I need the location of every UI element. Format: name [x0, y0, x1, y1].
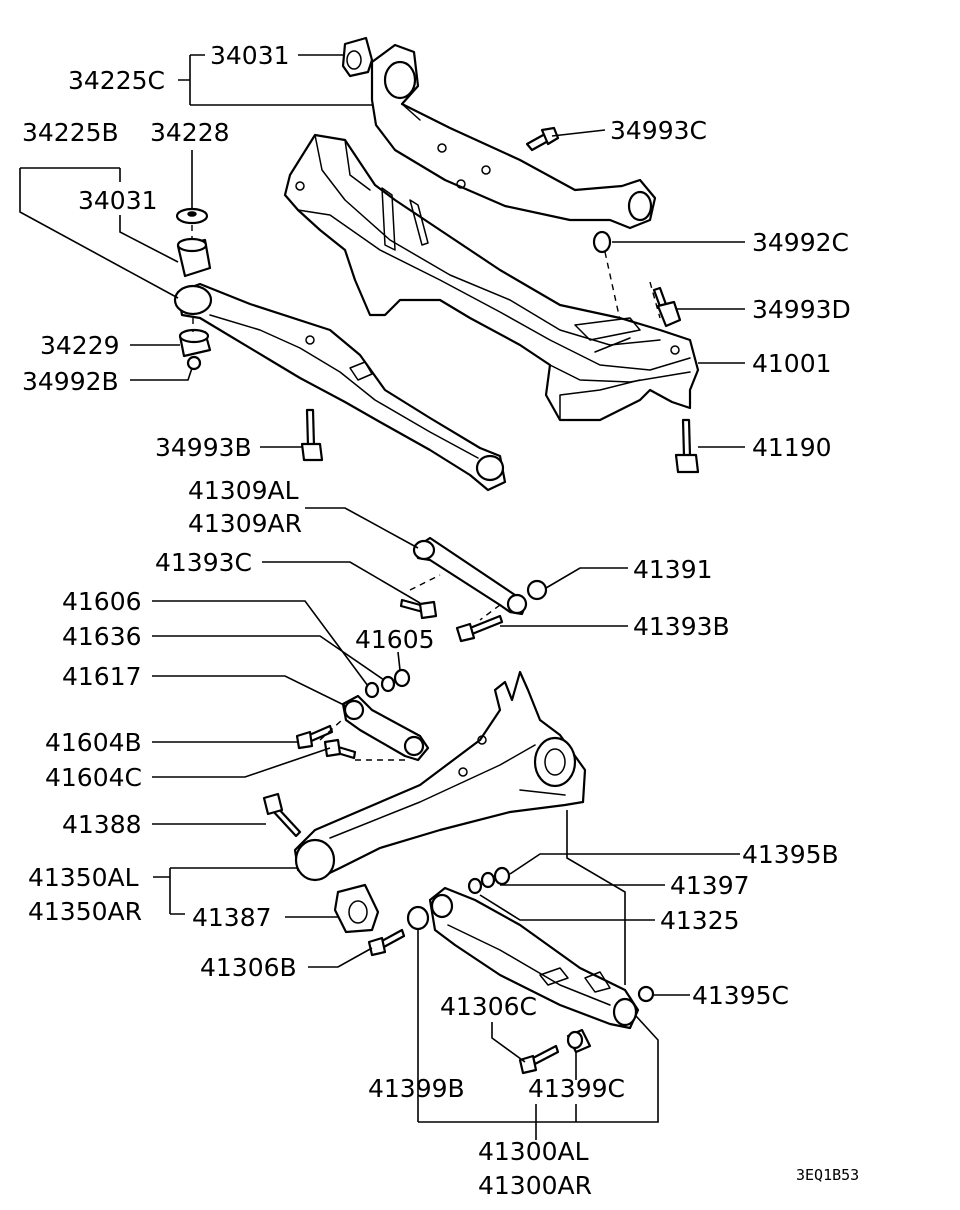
label-34228: 34228: [150, 118, 230, 147]
label-34993b: 34993B: [155, 433, 252, 462]
washer-41636: [380, 675, 396, 693]
label-41617: 41617: [62, 662, 142, 691]
label-41606: 41606: [62, 587, 142, 616]
bolt-34993c: [525, 126, 560, 152]
label-41636: 41636: [62, 622, 142, 651]
label-41395b: 41395B: [742, 840, 839, 869]
trailing-link-34225b: [173, 282, 507, 492]
nut-34992c: [592, 230, 612, 254]
nut-41395b: [493, 866, 511, 886]
label-34993d: 34993D: [752, 295, 851, 324]
bolt-41604c: [323, 738, 357, 760]
nut-41395c: [637, 985, 655, 1003]
label-41393b: 41393B: [633, 612, 730, 641]
nut-41391: [526, 579, 548, 601]
bushing-41399b: [406, 905, 430, 931]
bushing-41387: [333, 883, 380, 934]
nut-41605: [393, 668, 411, 688]
label-34993c: 34993C: [610, 116, 707, 145]
bolt-41393b: [455, 614, 504, 643]
label-41309al: 41309AL: [188, 476, 299, 505]
label-41399b: 41399B: [368, 1074, 465, 1103]
bushing-41399c: [566, 1028, 592, 1054]
lower-arm-41300: [428, 886, 640, 1030]
label-41397: 41397: [670, 871, 750, 900]
rear-crossmember: [283, 133, 700, 422]
label-34225b: 34225B: [22, 118, 119, 147]
label-41387: 41387: [192, 903, 272, 932]
label-34225c: 34225C: [68, 66, 165, 95]
label-41605: 41605: [355, 625, 435, 654]
part-labels: 34225C 34031 34993C 34225B 34228 34031 3…: [22, 41, 859, 1200]
upper-crossmember-arm: [370, 43, 657, 230]
bolt-34993d: [652, 286, 682, 328]
label-41001: 41001: [752, 349, 832, 378]
bushing-34031-top: [341, 36, 374, 78]
label-41395c: 41395C: [692, 981, 789, 1010]
label-34992c: 34992C: [752, 228, 849, 257]
label-41393c: 41393C: [155, 548, 252, 577]
label-41306c: 41306C: [440, 992, 537, 1021]
bolt-41306c: [518, 1044, 560, 1075]
washer-41606: [364, 681, 380, 699]
label-41391: 41391: [633, 555, 713, 584]
bolt-41388: [262, 792, 302, 838]
label-41300ar: 41300AR: [478, 1171, 592, 1200]
label-41399c: 41399C: [528, 1074, 625, 1103]
link-41617: [341, 694, 430, 762]
diagram-code: 3EQ1B53: [796, 1166, 859, 1184]
label-34031-left: 34031: [78, 186, 158, 215]
lateral-rod-41309: [412, 536, 528, 616]
label-41300al: 41300AL: [478, 1137, 589, 1166]
label-41309ar: 41309AR: [188, 509, 302, 538]
bushing-34031-left: [176, 237, 212, 278]
label-41306b: 41306B: [200, 953, 297, 982]
label-34031-top: 34031: [210, 41, 290, 70]
leader-lines: [19, 54, 745, 1140]
bolt-41604b: [295, 724, 334, 750]
label-41604c: 41604C: [45, 763, 142, 792]
label-41350ar: 41350AR: [28, 897, 142, 926]
label-41388: 41388: [62, 810, 142, 839]
trailing-arm-41350: [293, 670, 587, 882]
bushing-34229: [178, 328, 212, 358]
washer-41397: [467, 871, 496, 895]
label-41325: 41325: [660, 906, 740, 935]
bolt-41306b: [367, 928, 406, 957]
label-34229: 34229: [40, 331, 120, 360]
label-41190: 41190: [752, 433, 832, 462]
label-41604b: 41604B: [45, 728, 142, 757]
nut-34992b: [186, 355, 202, 371]
bolt-41190: [674, 418, 700, 474]
bolt-41393c: [399, 598, 438, 620]
bushing-34228: [175, 207, 209, 225]
label-41350al: 41350AL: [28, 863, 139, 892]
label-34992b: 34992B: [22, 367, 119, 396]
bolt-34993b: [300, 408, 324, 462]
